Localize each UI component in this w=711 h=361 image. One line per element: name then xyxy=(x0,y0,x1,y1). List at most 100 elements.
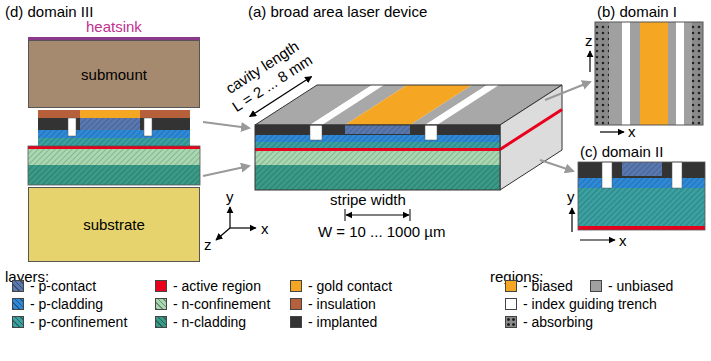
legend-swatch xyxy=(290,280,302,292)
drawing-part xyxy=(578,188,705,226)
drawing-part xyxy=(38,138,190,146)
drawing-part xyxy=(640,22,668,125)
label-text: (b) domain I xyxy=(597,3,677,20)
drawing-part xyxy=(410,209,411,221)
node-label: substrate xyxy=(83,216,145,233)
label-text: z xyxy=(204,236,212,253)
legend-item: - insulation xyxy=(290,296,376,312)
drawing-part xyxy=(80,118,140,130)
drawing-part xyxy=(203,166,249,176)
drawing-part xyxy=(345,125,410,134)
drawing-part xyxy=(28,146,200,185)
drawing-part xyxy=(500,85,562,190)
drawing-part xyxy=(255,142,500,148)
drawing-part xyxy=(255,135,500,142)
drawing-part xyxy=(144,118,152,136)
legend-swatch xyxy=(590,280,602,292)
drawing-part xyxy=(609,22,622,125)
drawing-part xyxy=(345,125,410,134)
legend-item: - active region xyxy=(155,278,261,294)
legend-text: - n-confinement xyxy=(173,296,270,312)
drawing-part xyxy=(589,51,590,72)
drawing-part xyxy=(255,151,500,165)
drawing-part xyxy=(692,22,703,125)
drawing-part xyxy=(578,188,705,226)
drawing-part xyxy=(500,110,562,150)
drawing-part xyxy=(216,228,230,240)
legend-text: - p-confinement xyxy=(30,314,127,330)
drawing-part xyxy=(676,22,684,125)
label-text: (a) broad area laser device xyxy=(248,3,427,20)
drawing-part xyxy=(28,149,200,165)
drawing-part xyxy=(595,22,703,125)
drawing-part xyxy=(255,125,500,135)
legend-text: - unbiased xyxy=(608,278,673,294)
legend-swatch xyxy=(155,280,167,292)
drawing-part xyxy=(255,165,500,190)
legend-swatch xyxy=(505,316,517,328)
drawing-part xyxy=(622,162,662,176)
drawing-part xyxy=(578,178,705,188)
drawing-part xyxy=(68,118,76,136)
drawing-part xyxy=(630,22,640,125)
drawing-part xyxy=(203,122,249,128)
legend-item: - index guiding trench xyxy=(505,296,657,312)
label-text: (d) domain III xyxy=(5,3,93,20)
layer-box: submount xyxy=(28,40,200,108)
drawing-part xyxy=(595,22,609,125)
legend-swatch xyxy=(12,316,24,328)
drawing-part xyxy=(38,138,190,146)
drawing-part xyxy=(578,226,705,230)
layer-box: substrate xyxy=(28,187,200,262)
legend-text: - index guiding trench xyxy=(523,296,657,312)
drawing-part xyxy=(255,151,500,165)
drawing-part xyxy=(622,162,662,176)
legend-text: - insulation xyxy=(308,296,376,312)
drawing-part xyxy=(38,118,190,130)
legend-item: - n-confinement xyxy=(155,296,270,312)
legend-item: - unbiased xyxy=(590,278,673,294)
drawing-part xyxy=(80,118,140,130)
drawing-part xyxy=(38,110,190,118)
drawing-part xyxy=(28,146,200,149)
legend-item: - n-cladding xyxy=(155,314,246,330)
label-text: (c) domain II xyxy=(580,143,663,160)
legend-item: - p-contact xyxy=(12,278,96,294)
label-text: x xyxy=(619,232,627,249)
drawing-part xyxy=(80,110,140,118)
drawing-part xyxy=(545,82,590,100)
node-label: submount xyxy=(81,66,147,83)
legend-text: - implanted xyxy=(308,314,377,330)
legend-text: - p-cladding xyxy=(30,296,103,312)
drawing-part xyxy=(571,208,572,232)
domain-two xyxy=(578,162,705,230)
drawing-part xyxy=(600,131,624,132)
label-text: W = 10 ... 1000 µm xyxy=(318,223,445,240)
label-text: z xyxy=(585,32,593,49)
legend-item: - absorbing xyxy=(505,314,593,330)
drawing-part xyxy=(255,142,500,148)
drawing-part xyxy=(345,209,346,221)
legend-swatch xyxy=(155,316,167,328)
drawing-part xyxy=(38,130,190,138)
drawing-part xyxy=(255,135,500,142)
domain-one xyxy=(595,22,703,125)
legend-swatch xyxy=(290,298,302,310)
drawing-part xyxy=(255,125,500,190)
drawing-part xyxy=(346,214,409,215)
legend-item: - implanted xyxy=(290,314,377,330)
drawing-part xyxy=(28,165,200,185)
label-text: heatsink xyxy=(86,18,142,35)
legend-swatch xyxy=(12,298,24,310)
drawing-part xyxy=(668,22,676,125)
legend-swatch xyxy=(155,298,167,310)
label-text: y xyxy=(567,188,575,205)
drawing-part xyxy=(580,239,615,240)
legend-swatch xyxy=(505,298,517,310)
drawing-part xyxy=(229,207,230,228)
drawing-part xyxy=(602,162,612,188)
legend-text: - p-contact xyxy=(30,278,96,294)
drawing-part xyxy=(578,162,705,230)
laser-device xyxy=(250,77,562,221)
drawing-part xyxy=(255,165,500,190)
